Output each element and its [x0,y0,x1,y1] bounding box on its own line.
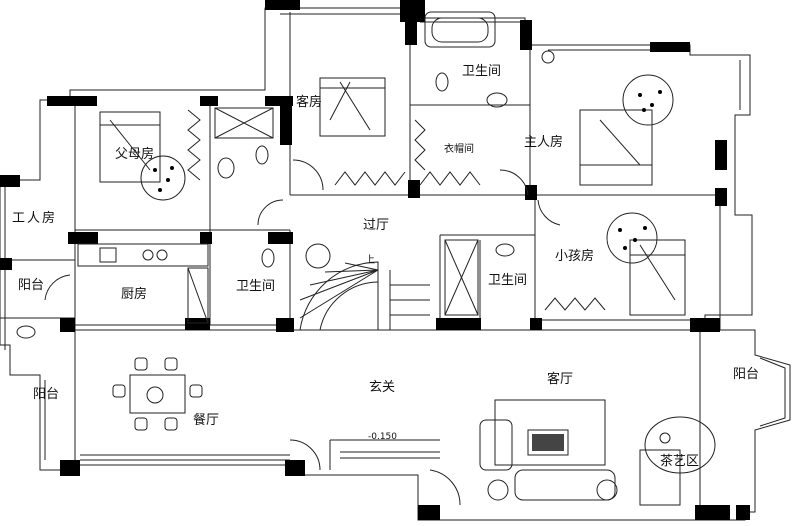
bathroom-left-label: 卫生间 [236,279,276,294]
kitchen-label: 厨房 [121,287,148,302]
kitchen-counter [77,243,209,324]
tea-area-label: 茶艺区 [660,454,700,469]
living-room-label: 客厅 [547,372,574,387]
stair-up-label: 上 [365,255,375,266]
rug-dots [153,90,662,250]
guest-room-label: 客房 [296,95,323,110]
servant-room-label: 工人房 [12,211,58,226]
outer-outline [0,7,791,521]
wall-columns [0,0,750,520]
living-furniture [479,399,716,506]
bath-fixtures [16,11,515,339]
hall-label: 过厅 [363,218,390,233]
plants [146,50,671,444]
bathroom-top-label: 卫生间 [462,64,502,79]
kids-room-label: 小孩房 [555,249,595,264]
level-mark-label: -0.150 [368,432,398,442]
master-bedroom-label: 主人房 [524,135,564,150]
foyer-label: 玄关 [369,380,396,395]
parents-room-label: 父母房 [115,147,155,162]
balcony-left-top-label: 阳台 [18,278,45,293]
balcony-right-label: 阳台 [733,367,760,382]
wardrobe-label: 衣帽间 [444,144,474,155]
dining-room-label: 餐厅 [193,413,220,428]
bathroom-middle-label: 卫生间 [488,273,528,288]
tv-screen [532,434,564,451]
wardrobes [187,109,606,311]
balcony-left-bottom-label: 阳台 [33,387,60,402]
rugs [140,74,674,264]
dining-table [112,357,203,431]
beds [99,77,686,316]
spiral-stair [299,261,430,331]
doors [44,159,561,506]
